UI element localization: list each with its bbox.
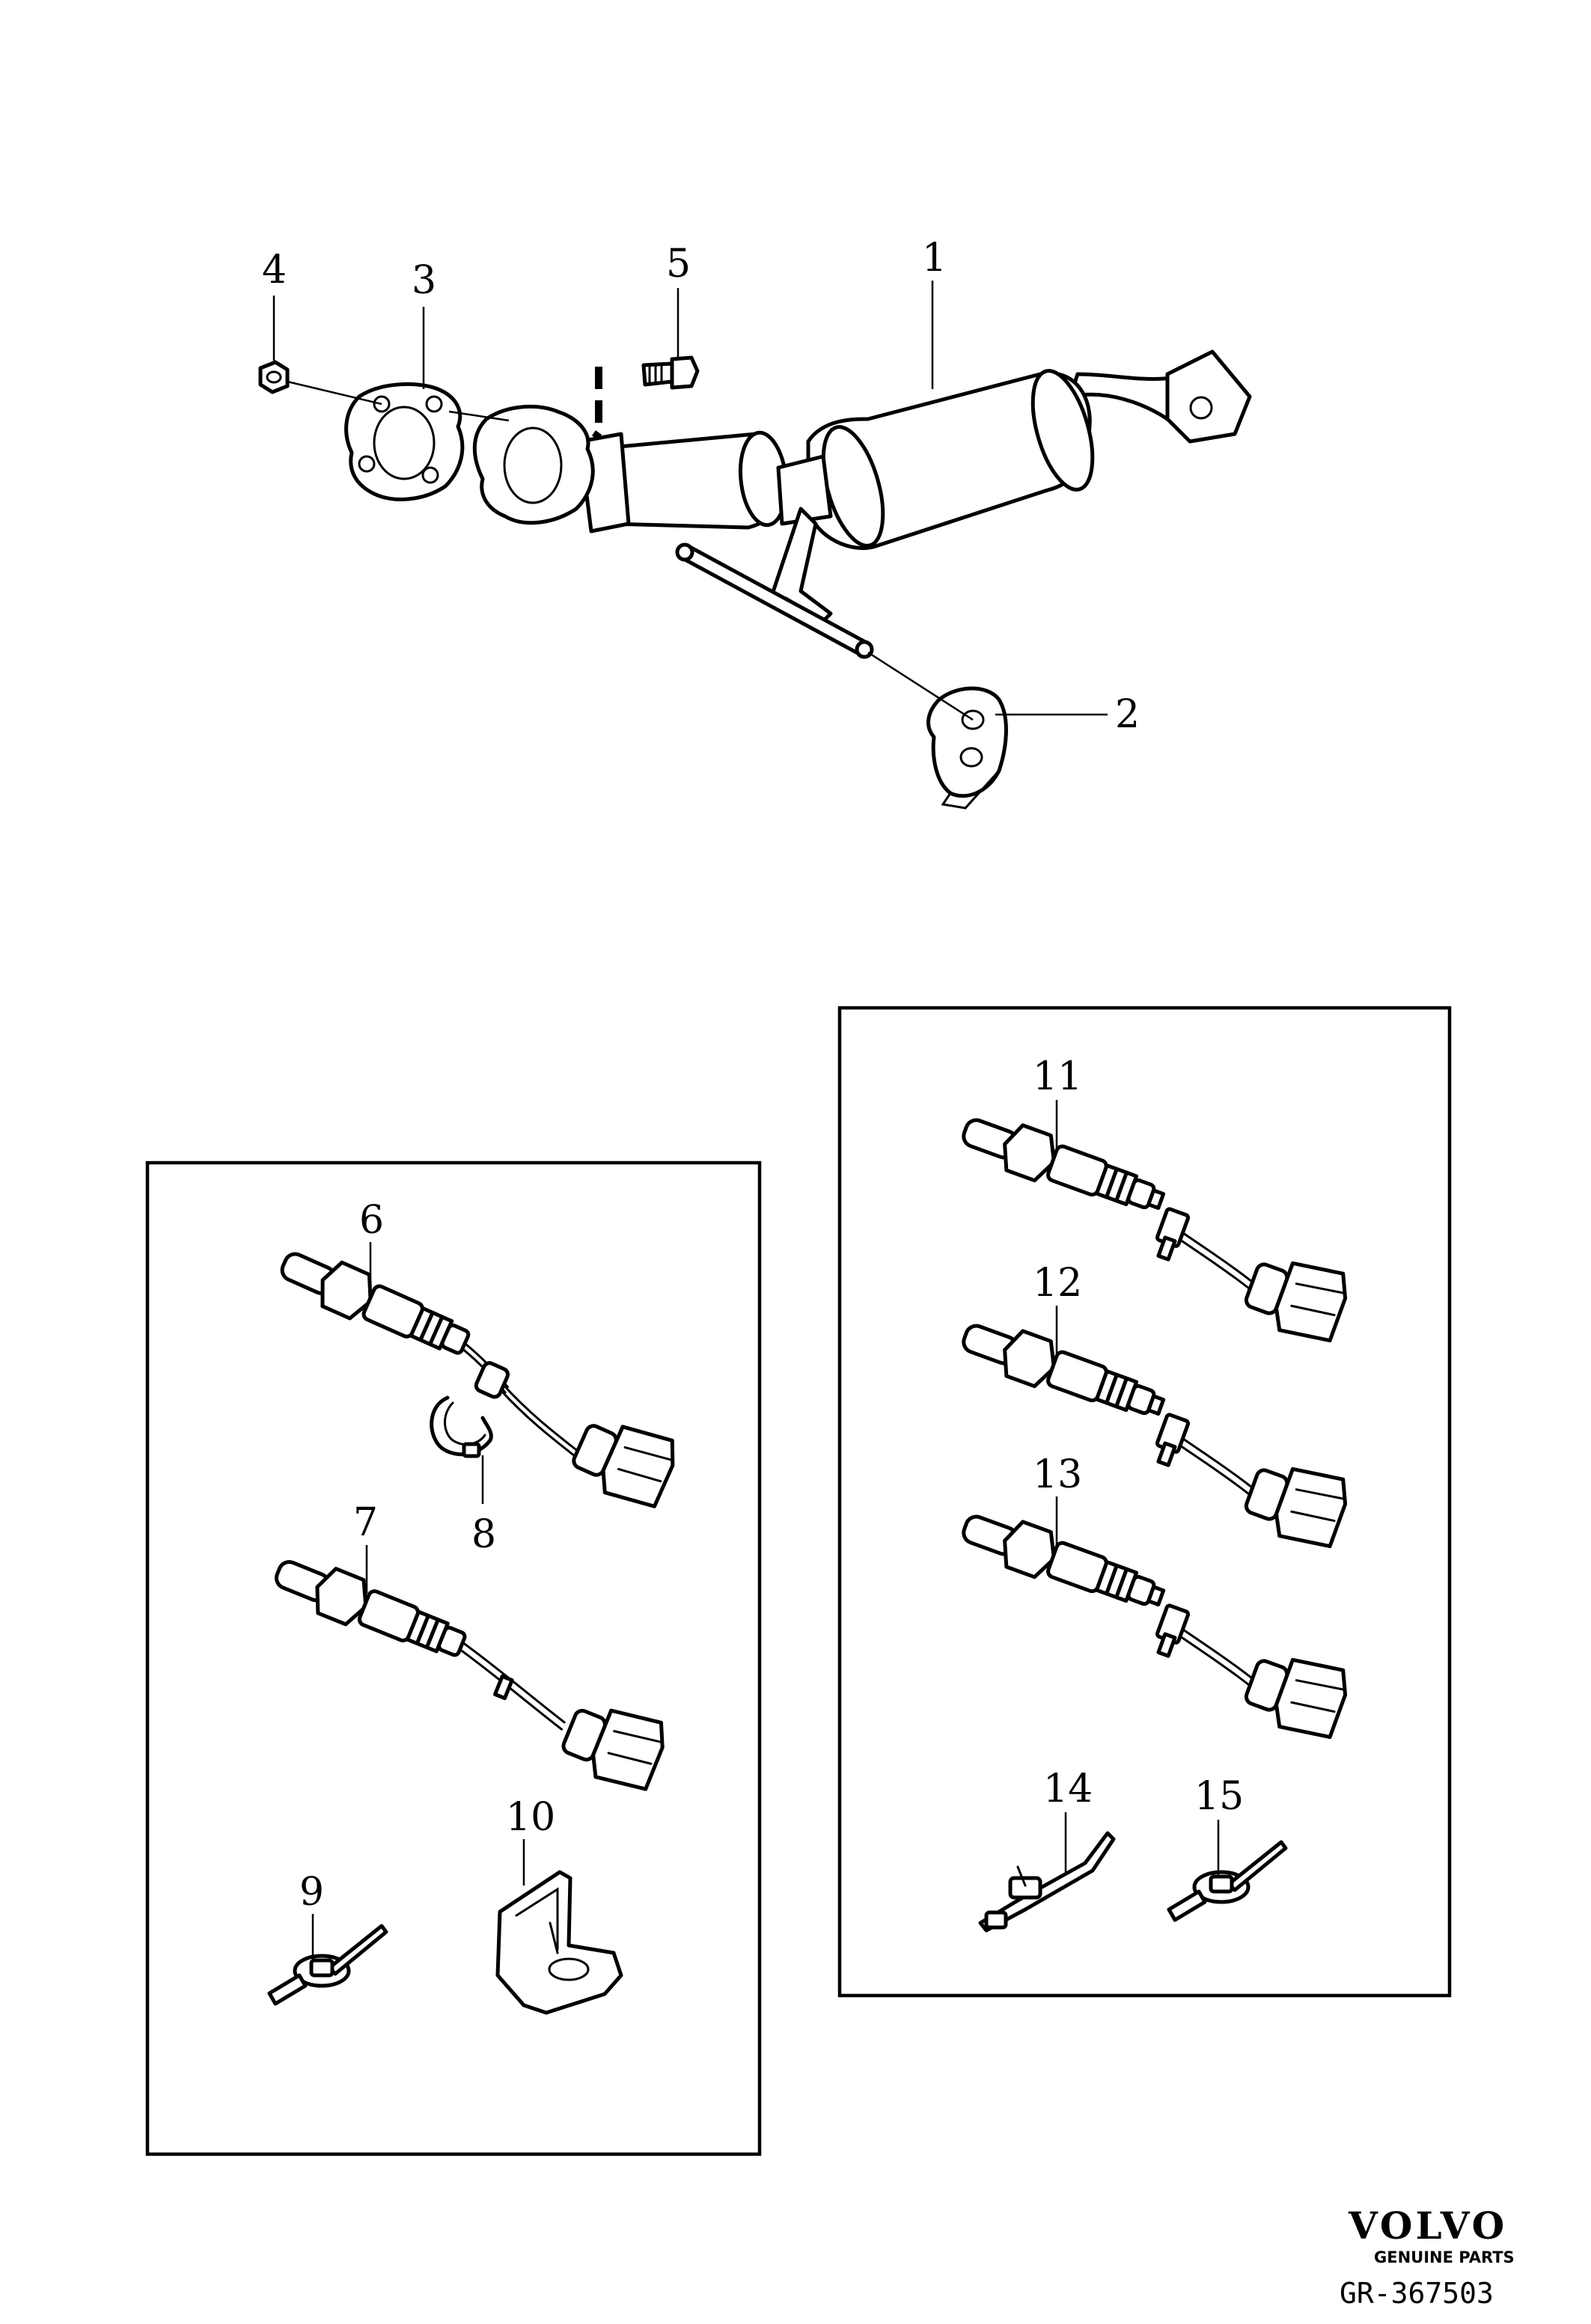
callout-7: 7 [353,1500,378,1545]
gasket-icon [344,382,465,501]
callout-15: 15 [1194,1774,1244,1819]
brand-logo: VOLVO [1348,2204,1507,2248]
callout-1: 1 [922,236,947,281]
clip-icon [430,1395,493,1458]
oxygen-sensor-icon [938,1107,1363,1348]
nut-icon [258,360,290,394]
callout-13: 13 [1033,1452,1082,1497]
catalytic-converter-icon [472,349,1252,659]
callout-5: 5 [666,242,691,287]
rubber-hanger-icon [926,686,1008,810]
leader-lines-left [311,1242,525,1960]
callout-6: 6 [359,1198,384,1243]
diagram-code: GR-367503 [1340,2277,1494,2310]
callout-11: 11 [1033,1054,1082,1099]
callout-2: 2 [1115,692,1140,737]
bolt-icon [641,355,700,390]
oxygen-sensor-icon [252,1241,694,1514]
leader-lines-right [1055,1100,1220,1877]
right-sensor-group-frame [837,1006,1452,1998]
callout-3: 3 [412,258,436,303]
cable-tie-icon [978,1831,1116,1933]
callout-4: 4 [262,248,287,293]
left-sensor-group-frame [145,1161,762,2156]
cable-tie-icon [269,1926,386,2004]
callout-14: 14 [1043,1767,1093,1811]
callout-9: 9 [299,1870,324,1915]
oxygen-sensor-icon [938,1504,1363,1744]
bracket-icon [495,1870,623,2015]
callout-10: 10 [506,1795,555,1840]
callout-12: 12 [1033,1261,1082,1306]
callout-8: 8 [471,1512,496,1557]
leader-lines-top [272,281,1108,721]
oxygen-sensor-icon [938,1313,1363,1553]
brand-tagline: GENUINE PARTS [1374,2248,1515,2266]
cable-tie-icon [1169,1842,1286,1920]
oxygen-sensor-icon [251,1549,679,1796]
